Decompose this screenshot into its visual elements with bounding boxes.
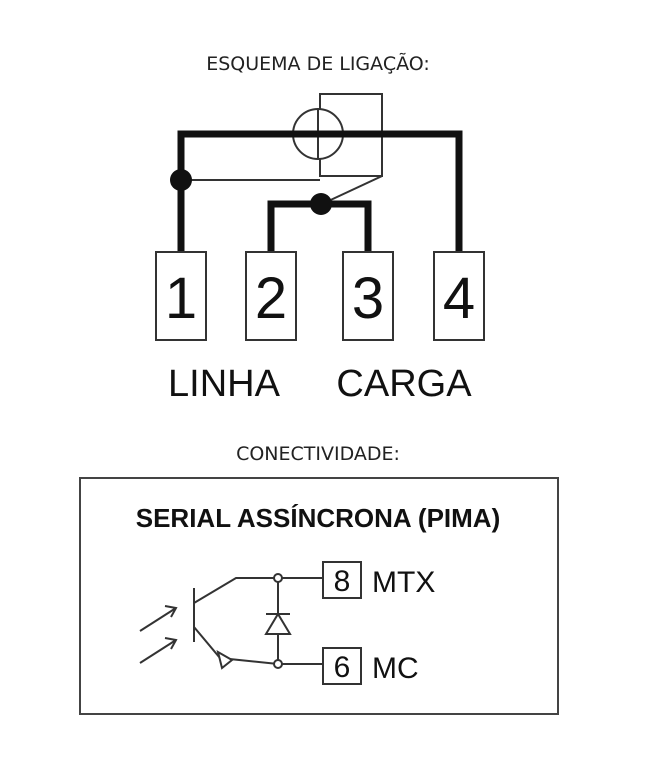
- pin-mc-label: MC: [372, 652, 419, 685]
- terminal-4: 4: [433, 251, 485, 341]
- load-label: CARGA: [336, 363, 472, 405]
- wiring-title: ESQUEMA DE LIGAÇÃO:: [206, 52, 430, 75]
- light-arrow-icon: [139, 607, 177, 632]
- terminal-3: 3: [342, 251, 394, 341]
- emitter-arrow: [216, 649, 234, 670]
- junction-dot-line: [170, 169, 192, 191]
- node-bottom: [273, 659, 283, 669]
- terminal-2: 2: [245, 251, 297, 341]
- terminal-4-number: 4: [443, 266, 475, 331]
- terminal-1-number: 1: [165, 266, 197, 331]
- line-label: LINHA: [168, 363, 281, 405]
- connectivity-box: [79, 477, 559, 715]
- diode-icon: [264, 612, 292, 635]
- pin-mc: 6 MC: [322, 647, 419, 685]
- pin-mtx-number: 8: [334, 565, 351, 598]
- pin-mtx-label: MTX: [372, 566, 435, 599]
- junction-dot-load: [310, 193, 332, 215]
- connectivity-box-title: SERIAL ASSÍNCRONA (PIMA): [136, 503, 501, 533]
- pin-mc-number: 6: [334, 651, 351, 684]
- light-arrow-icon: [139, 639, 177, 664]
- optocoupler-circuit: [139, 577, 323, 670]
- terminal-1: 1: [155, 251, 207, 341]
- connectivity-title: CONECTIVIDADE:: [236, 443, 400, 465]
- pin-mtx: 8 MTX: [322, 561, 435, 599]
- meter-symbol: [181, 93, 383, 205]
- terminal-2-number: 2: [255, 266, 287, 331]
- terminal-3-number: 3: [352, 266, 384, 331]
- node-top: [273, 573, 283, 583]
